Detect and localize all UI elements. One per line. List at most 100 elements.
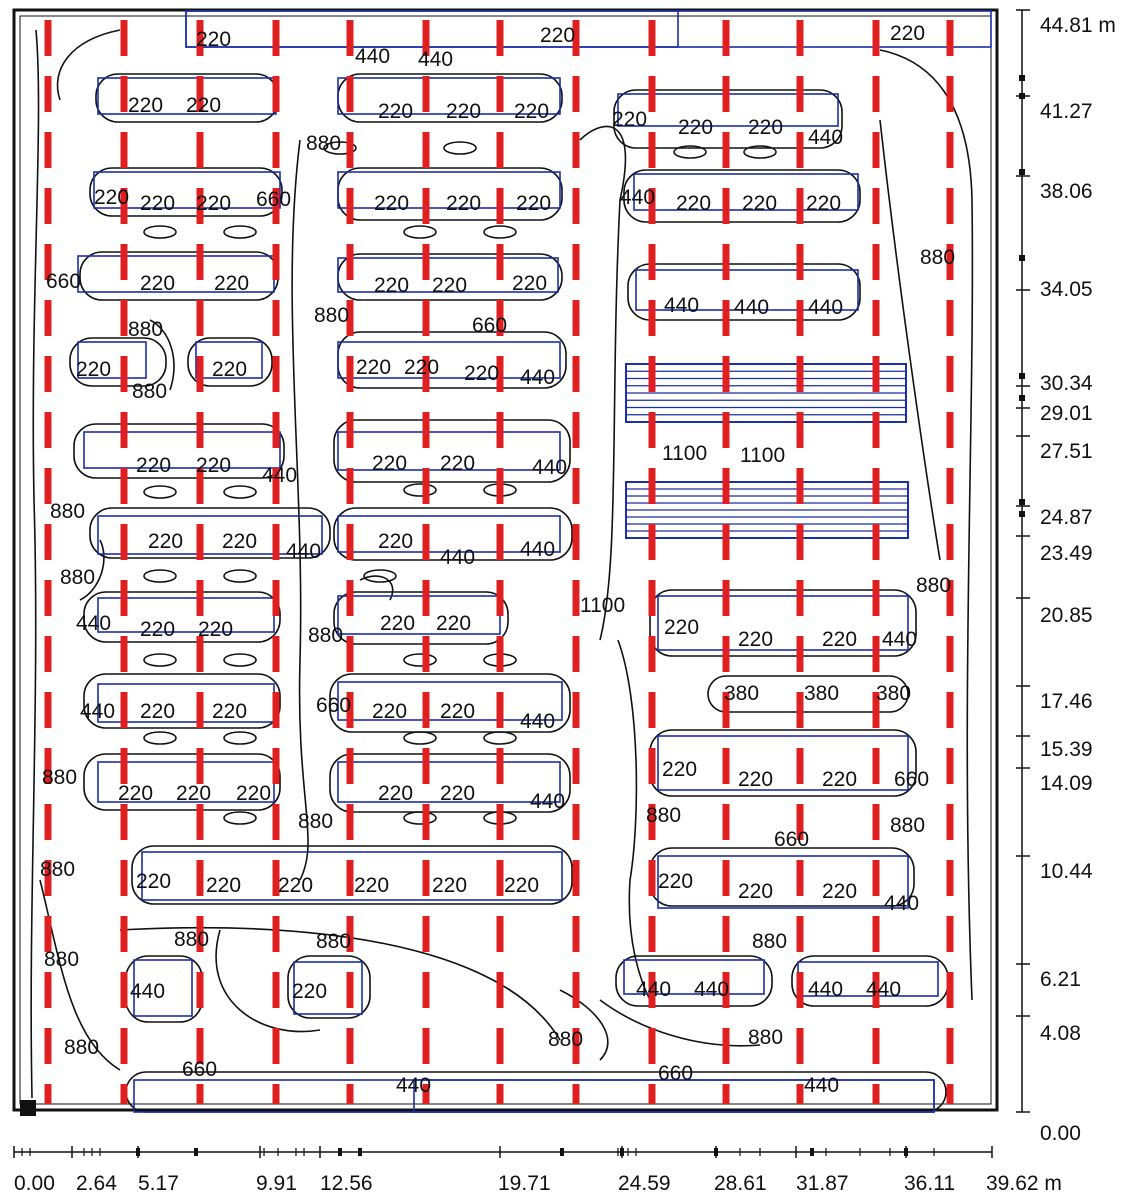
contour-label-220: 220 [822, 880, 857, 903]
contour-label-880: 880 [40, 858, 75, 881]
contour-label-660: 660 [182, 1058, 217, 1081]
contour-label-880: 880 [916, 574, 951, 597]
contour-label-220: 220 [140, 618, 175, 641]
contour-label-220: 220 [440, 452, 475, 475]
contour-label-220: 220 [76, 358, 111, 381]
contour-loop [143, 569, 177, 583]
contour-label-220: 220 [822, 628, 857, 651]
contour-ring [287, 955, 371, 1019]
contour-label-220: 220 [222, 530, 257, 553]
y-axis-marker [1019, 169, 1025, 175]
contour-ring [73, 423, 285, 479]
y-axis-tick-label: 20.85 [1040, 604, 1093, 627]
contour-label-880: 880 [50, 500, 85, 523]
contour-label-440: 440 [884, 892, 919, 915]
inner-wall [19, 15, 992, 1105]
contour-label-660: 660 [46, 270, 81, 293]
contour-label-880: 880 [60, 566, 95, 589]
red-dashed-grid [44, 20, 954, 1104]
contour-loop [223, 811, 257, 825]
luminaire-row-box [83, 431, 281, 469]
contour-ring [623, 169, 861, 223]
contour-value-labels: 220 220 220 440 440 220 220 220 220 220 220 220 220 4… [40, 22, 955, 1097]
luminaire-row-box [337, 595, 501, 635]
x-axis-marker [136, 1148, 140, 1156]
x-axis-tick-label: 0.00 [14, 1172, 55, 1195]
contour-label-220: 220 [676, 192, 711, 215]
contour-label-220: 220 [748, 116, 783, 139]
contour-label-880: 880 [752, 930, 787, 953]
contour-label-220: 220 [206, 874, 241, 897]
contour-label-440: 440 [620, 186, 655, 209]
contour-label-220: 220 [678, 116, 713, 139]
contour-label-880: 880 [298, 810, 333, 833]
contour-label-220: 220 [612, 108, 647, 131]
contour-line [30, 29, 40, 1099]
luminaire-row-box [337, 171, 561, 209]
contour-label-220: 220 [128, 94, 163, 117]
contour-label-440: 440 [520, 710, 555, 733]
y-axis-tick-label: 0.00 [1040, 1122, 1081, 1145]
y-axis-marker [1019, 395, 1025, 401]
luminaire-row-box [337, 761, 561, 803]
x-axis-marker [904, 1148, 908, 1156]
contour-label-440: 440 [882, 628, 917, 651]
contour-line [599, 999, 761, 1047]
contour-line [79, 539, 105, 601]
contour-label-220: 220 [512, 272, 547, 295]
contour-label-220: 220 [378, 100, 413, 123]
contour-loop [483, 225, 517, 239]
contour-loop [443, 141, 477, 155]
luminaire-row-box [97, 515, 323, 555]
contour-label-660: 660 [472, 314, 507, 337]
contour-ring [83, 753, 281, 811]
contour-label-440: 440 [418, 48, 453, 71]
contour-label-440: 440 [80, 700, 115, 723]
contour-loop [403, 225, 437, 239]
luminaire-row-box [293, 961, 363, 1015]
contour-label-220: 220 [214, 272, 249, 295]
contour-label-220: 220 [516, 192, 551, 215]
contour-label-220: 220 [148, 530, 183, 553]
contour-label-220: 220 [212, 700, 247, 723]
contour-label-220: 220 [664, 616, 699, 639]
y-axis-tick-label: 38.06 [1040, 180, 1093, 203]
contour-label-440: 440 [530, 790, 565, 813]
contour-ring [83, 673, 281, 729]
contour-label-660: 660 [256, 188, 291, 211]
luminaire-row-box [133, 959, 193, 1017]
contour-line [579, 125, 627, 641]
contour-label-880: 880 [316, 930, 351, 953]
contour-label-880: 880 [920, 246, 955, 269]
contour-loop [483, 731, 517, 745]
contour-ring [707, 675, 909, 713]
contour-label-880: 880 [128, 318, 163, 341]
contour-label-220: 220 [446, 192, 481, 215]
x-axis-tick-label: 36.11 [904, 1172, 955, 1195]
x-axis-tick-label: 19.71 [498, 1172, 551, 1195]
contour-label-220: 220 [380, 612, 415, 635]
contour-label-880: 880 [306, 132, 341, 155]
contour-loop [143, 225, 177, 239]
contour-label-220: 220 [440, 700, 475, 723]
luminaire-row-box [77, 341, 147, 379]
contour-label-220: 220 [186, 94, 221, 117]
contour-label-660: 660 [316, 694, 351, 717]
luminaire-row-box [93, 171, 281, 209]
contour-label-440: 440 [636, 978, 671, 1001]
contour-label-220: 220 [374, 192, 409, 215]
contour-label-220: 220 [446, 100, 481, 123]
contour-label-220: 220 [464, 362, 499, 385]
contour-label-220: 220 [742, 192, 777, 215]
contour-label-880: 880 [42, 766, 77, 789]
contour-label-220: 220 [196, 454, 231, 477]
y-axis-tick-label: 14.09 [1040, 772, 1093, 795]
luminaire-row-box [337, 341, 561, 379]
origin-marker [20, 1100, 36, 1116]
y-axis-tick-label: 17.46 [1040, 690, 1093, 713]
contour-loop [143, 731, 177, 745]
y-axis-tick-label: 15.39 [1040, 738, 1093, 761]
x-axis-tick-label: 39.62 m [986, 1172, 1062, 1195]
x-axis-marker [338, 1148, 342, 1156]
